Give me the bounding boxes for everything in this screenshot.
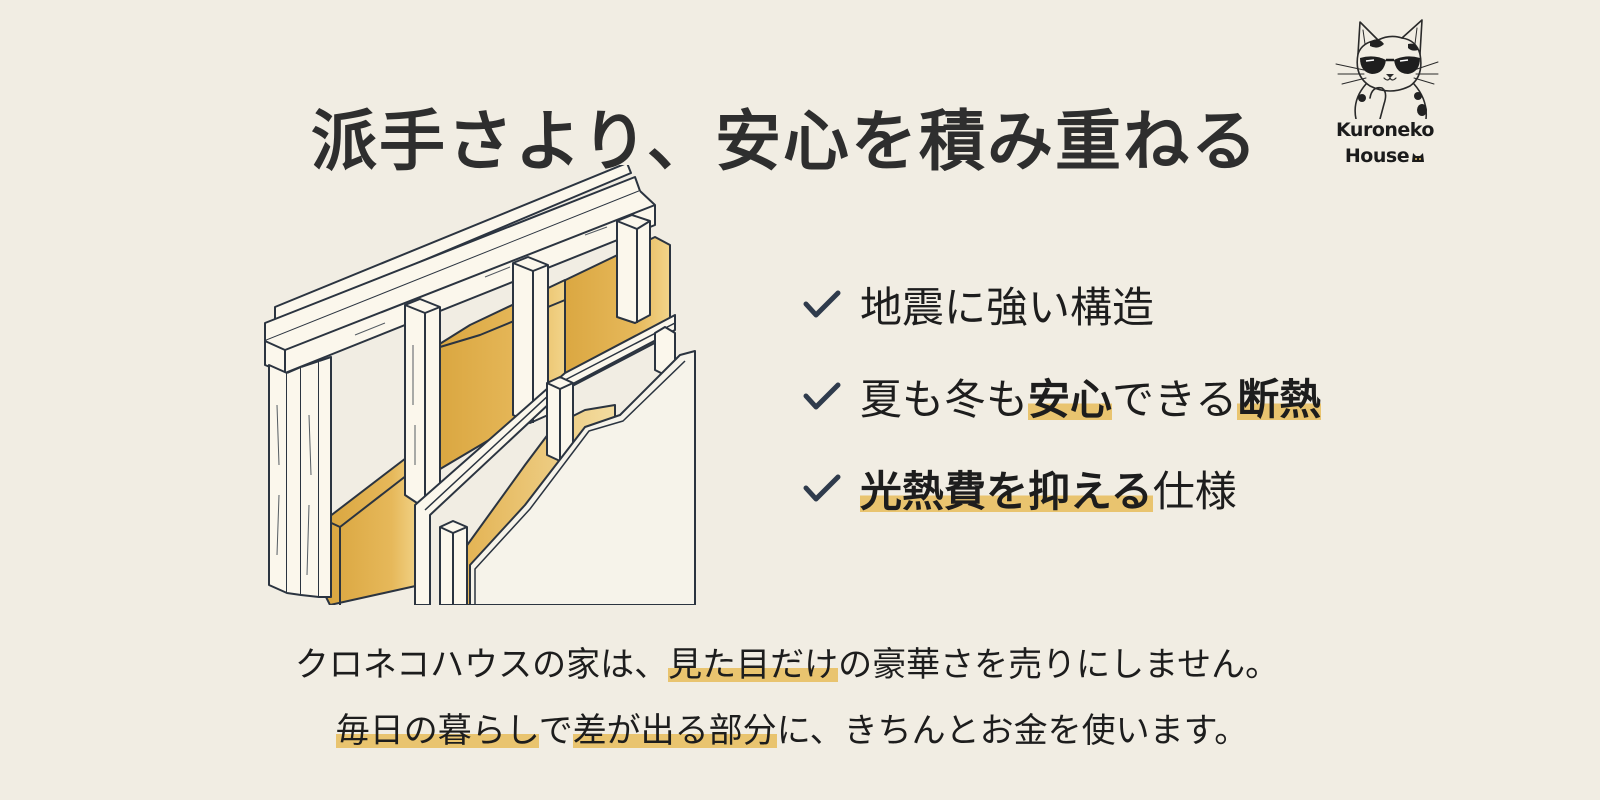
checklist-item-label: 地震に強い構造 — [860, 282, 1155, 332]
highlighted-segment: 毎日の暮らし — [335, 711, 539, 751]
cat-with-sunglasses-icon — [1335, 19, 1439, 119]
checkmark-icon — [803, 382, 841, 410]
logo-text-kuroneko: Kuroneko — [1336, 119, 1434, 141]
highlighted-segment: 見た目だけ — [668, 645, 839, 685]
feature-checklist: 地震に強い構造 夏も冬も安心できる断熱 光熱費を抑える仕様 — [800, 258, 1322, 534]
label-segment: 仕様 — [1152, 466, 1237, 516]
label-segment: 夏も冬も — [860, 374, 1029, 424]
body-line-2: 毎日の暮らしで差が出る部分に、きちんとお金を使います。 — [0, 698, 1592, 764]
highlighted-segment: 差が出る部分 — [572, 711, 777, 751]
body-segment: クロネコハウスの家は、 — [294, 645, 669, 685]
wall-insulation-cross-section-icon — [264, 162, 696, 606]
label-segment: できる — [1112, 374, 1238, 424]
highlighted-segment: 断熱 — [1237, 374, 1322, 424]
logo-text-house: House — [1330, 143, 1440, 169]
body-copy: クロネコハウスの家は、見た目だけの豪華さを売りにしません。 毎日の暮らしで差が出… — [0, 632, 1600, 764]
body-segment: で — [538, 711, 573, 751]
logo-text-house-label: House — [1344, 145, 1410, 167]
checklist-item-insulation: 夏も冬も安心できる断熱 — [800, 350, 1322, 442]
checklist-item-label: 夏も冬も安心できる断熱 — [860, 366, 1322, 427]
checklist-item-label: 光熱費を抑える仕様 — [860, 458, 1237, 519]
body-segment: の豪華さを売りにしません。 — [838, 645, 1280, 685]
checklist-item-earthquake: 地震に強い構造 — [800, 258, 1321, 350]
checkmark-icon — [803, 290, 841, 318]
checkmark-icon — [803, 474, 841, 502]
body-segment: に、きちんとお金を使います。 — [776, 711, 1249, 751]
page-title-text: 派手さより、安心を積み重ねる — [310, 103, 1260, 181]
checklist-item-energy-cost: 光熱費を抑える仕様 — [800, 442, 1321, 534]
highlighted-segment: 安心 — [1028, 374, 1113, 424]
highlighted-segment: 光熱費を抑える — [860, 466, 1153, 516]
brand-logo: Kuroneko House — [1330, 14, 1440, 179]
small-cat-icon — [1411, 151, 1425, 163]
page-title: 派手さより、安心を積み重ねる — [0, 88, 1600, 184]
body-line-1: クロネコハウスの家は、見た目だけの豪華さを売りにしません。 — [0, 632, 1587, 698]
wall-insulation-illustration — [255, 162, 715, 606]
